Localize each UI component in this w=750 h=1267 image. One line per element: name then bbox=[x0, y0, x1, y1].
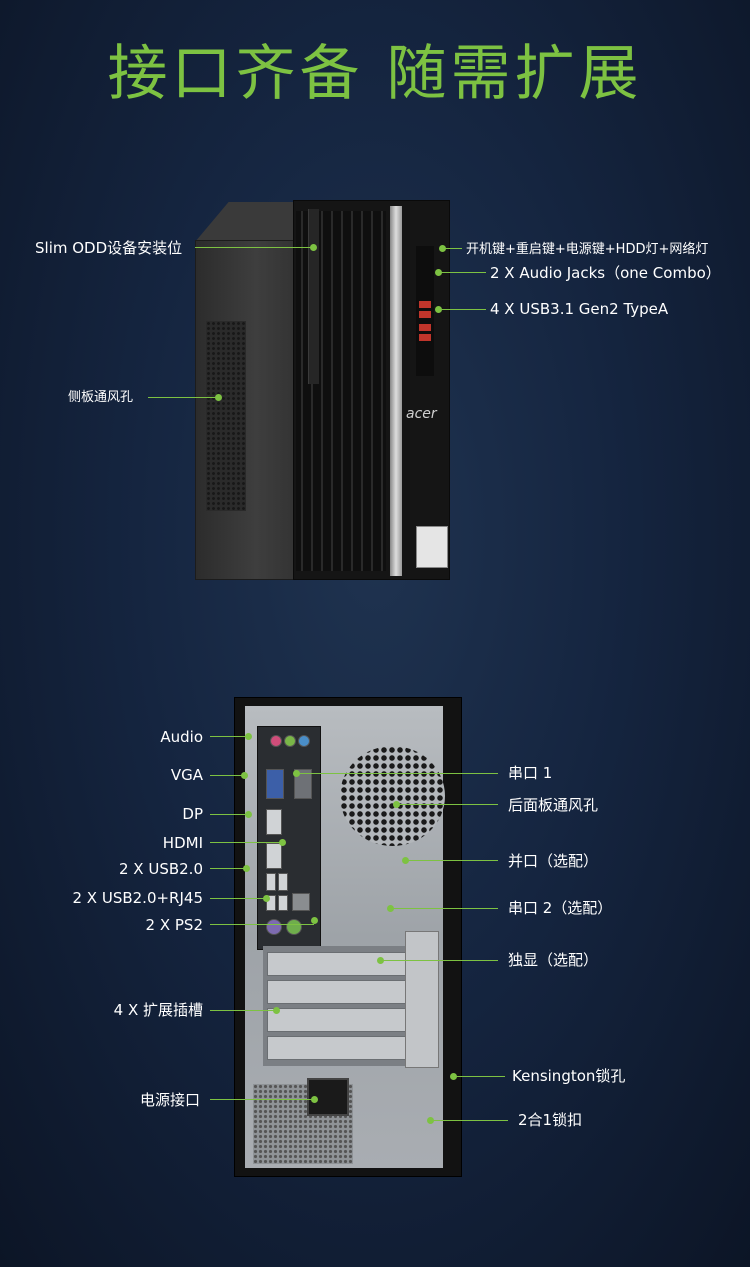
expansion-slot-area bbox=[263, 946, 413, 1066]
label-expansion: 4 X 扩展插槽 bbox=[113, 1001, 203, 1019]
brand-logo: acer bbox=[406, 406, 437, 422]
leader-line bbox=[210, 898, 266, 899]
leader-line bbox=[210, 842, 282, 843]
label-vga: VGA bbox=[170, 766, 203, 784]
leader-line bbox=[396, 804, 498, 805]
front-usb-port bbox=[419, 311, 431, 318]
label-lock: 2合1锁扣 bbox=[518, 1111, 583, 1129]
ps2-port bbox=[266, 919, 282, 935]
rear-fan-grill bbox=[340, 746, 445, 846]
badge-sticker bbox=[416, 526, 448, 568]
front-usb-port bbox=[419, 301, 431, 308]
leader-line bbox=[442, 248, 462, 249]
side-vent-grill bbox=[206, 321, 246, 511]
leader-line bbox=[210, 814, 248, 815]
slim-odd-bay bbox=[308, 209, 319, 384]
rear-plate bbox=[245, 706, 445, 1168]
leader-dot bbox=[310, 244, 317, 251]
leader-dot bbox=[279, 839, 286, 846]
label-side-vent: 侧板通风孔 bbox=[68, 390, 134, 405]
label-slim-odd: Slim ODD设备安装位 bbox=[35, 239, 183, 257]
front-usb-port bbox=[419, 334, 431, 341]
label-audio-jacks: 2 X Audio Jacks（one Combo） bbox=[490, 264, 721, 282]
front-tower-image: acer bbox=[195, 200, 450, 580]
label-usb20-rj45: 2 X USB2.0+RJ45 bbox=[72, 889, 203, 907]
leader-line bbox=[453, 1076, 505, 1077]
leader-dot bbox=[215, 394, 222, 401]
front-io-column bbox=[416, 246, 434, 376]
leader-line bbox=[210, 775, 244, 776]
expansion-slot bbox=[267, 1008, 409, 1032]
serial-port bbox=[294, 769, 312, 799]
silver-accent-strip bbox=[390, 206, 402, 576]
leader-line bbox=[390, 908, 498, 909]
label-hdmi: HDMI bbox=[162, 834, 203, 852]
label-power-keys: 开机键+重启键+电源键+HDD灯+网络灯 bbox=[466, 242, 709, 257]
leader-dot bbox=[311, 1096, 318, 1103]
leader-line bbox=[438, 309, 486, 310]
label-audio: Audio bbox=[160, 728, 203, 746]
leader-dot bbox=[245, 811, 252, 818]
ps2-port bbox=[286, 919, 302, 935]
gpu-bracket bbox=[405, 931, 439, 1068]
leader-dot bbox=[241, 772, 248, 779]
audio-port-pink bbox=[270, 735, 282, 747]
leader-line bbox=[405, 860, 498, 861]
leader-line bbox=[210, 1010, 276, 1011]
label-power: 电源接口 bbox=[139, 1091, 200, 1109]
leader-dot bbox=[273, 1007, 280, 1014]
label-rear-vent: 后面板通风孔 bbox=[508, 796, 599, 814]
expansion-slot bbox=[267, 952, 409, 976]
leader-line bbox=[438, 272, 486, 273]
power-socket bbox=[307, 1078, 349, 1116]
leader-line bbox=[210, 924, 314, 925]
tower-side-panel bbox=[195, 240, 297, 580]
leader-dot bbox=[311, 917, 318, 924]
usb20-port bbox=[278, 895, 288, 911]
leader-line bbox=[195, 247, 313, 248]
dp-port bbox=[266, 809, 282, 835]
vga-port bbox=[266, 769, 284, 799]
usb20-port bbox=[278, 873, 288, 891]
label-ps2: 2 X PS2 bbox=[145, 916, 203, 934]
expansion-slot bbox=[267, 1036, 409, 1060]
label-serial2: 串口 2（选配） bbox=[508, 899, 613, 917]
leader-line bbox=[210, 736, 248, 737]
label-kensington: Kensington锁孔 bbox=[512, 1067, 626, 1085]
usb20-port bbox=[266, 873, 276, 891]
leader-line bbox=[210, 1099, 314, 1100]
rear-frame bbox=[234, 697, 462, 1177]
hdmi-port bbox=[266, 843, 282, 869]
audio-port-blue bbox=[298, 735, 310, 747]
label-parallel: 并口（选配） bbox=[508, 852, 599, 870]
leader-dot bbox=[245, 733, 252, 740]
leader-line bbox=[210, 868, 246, 869]
leader-line bbox=[148, 397, 218, 398]
label-usb20: 2 X USB2.0 bbox=[118, 860, 203, 878]
leader-line bbox=[430, 1120, 508, 1121]
leader-dot bbox=[243, 865, 250, 872]
expansion-slot bbox=[267, 980, 409, 1004]
rear-tower-image bbox=[234, 697, 462, 1177]
front-usb-port bbox=[419, 324, 431, 331]
label-serial1: 串口 1 bbox=[508, 764, 553, 782]
label-usb31: 4 X USB3.1 Gen2 TypeA bbox=[490, 300, 669, 318]
audio-port-green bbox=[284, 735, 296, 747]
rj45-port bbox=[292, 893, 310, 911]
leader-line bbox=[296, 773, 498, 774]
tower-front-face: acer bbox=[293, 200, 450, 580]
leader-dot bbox=[263, 895, 270, 902]
leader-line bbox=[380, 960, 498, 961]
usb20-port bbox=[266, 895, 276, 911]
label-gpu: 独显（选配） bbox=[508, 951, 599, 969]
page-title: 接口齐备 随需扩展 bbox=[107, 39, 643, 109]
label-dp: DP bbox=[182, 805, 203, 823]
io-shield bbox=[257, 726, 321, 950]
